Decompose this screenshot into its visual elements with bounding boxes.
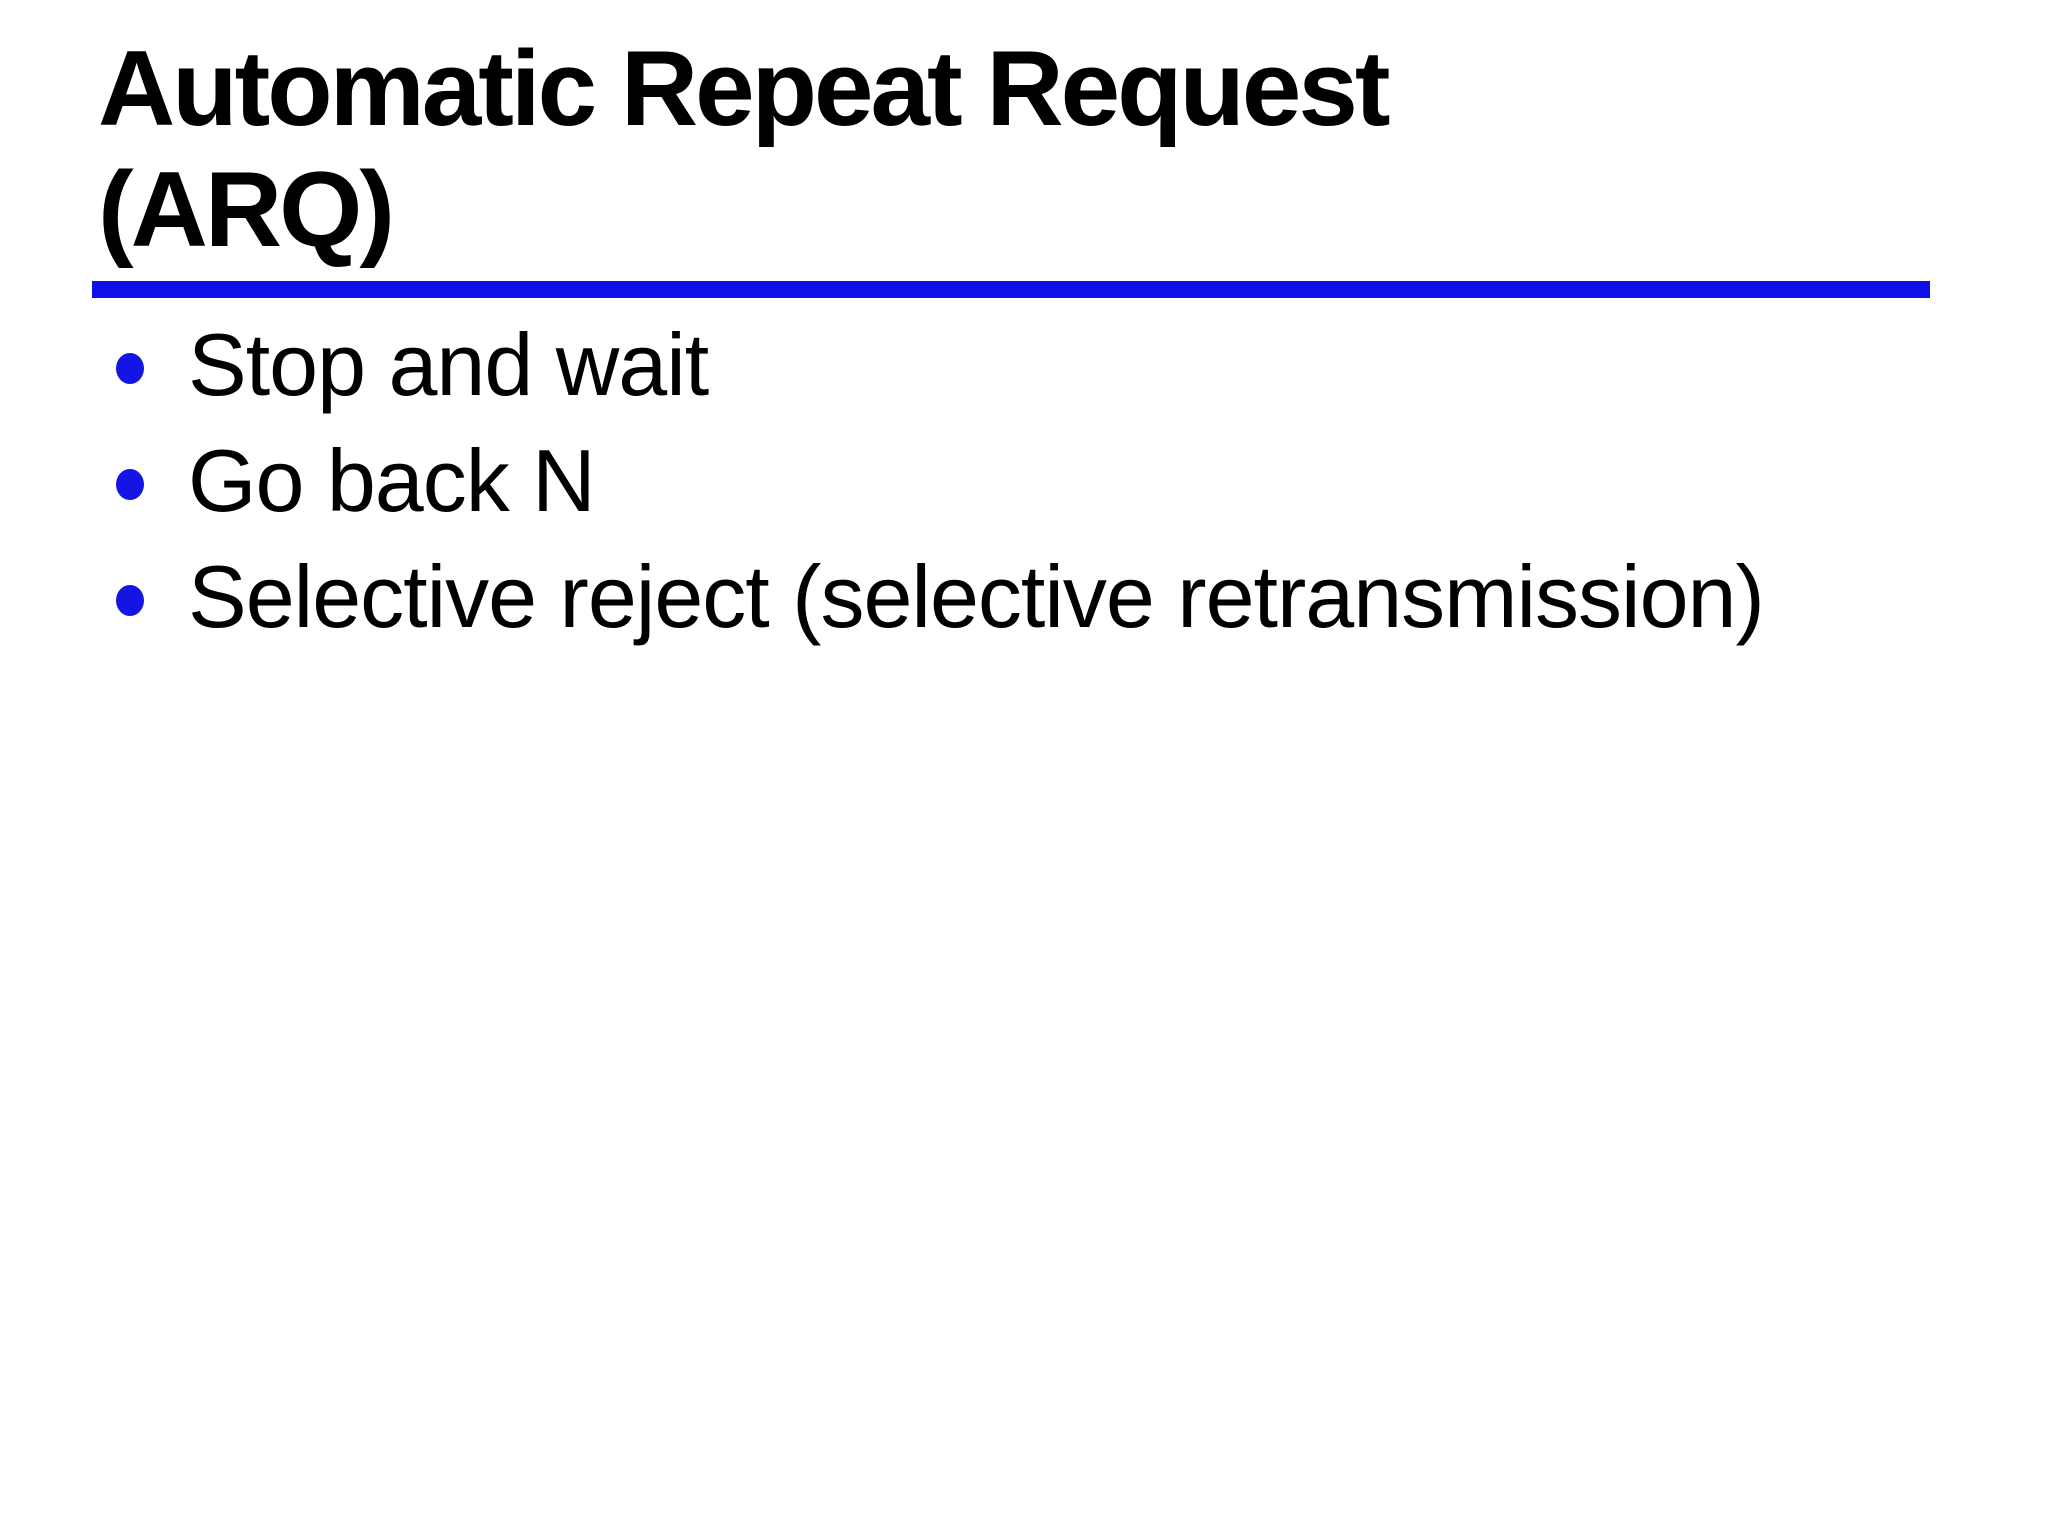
list-item: Selective reject (selective retransmissi…: [116, 542, 1956, 658]
bullet-text: Go back N: [188, 431, 596, 530]
slide-title-line-1: Automatic Repeat Request: [98, 28, 1391, 148]
bullet-list: Stop and wait Go back N Selective reject…: [116, 310, 1956, 658]
slide-title: Automatic Repeat Request (ARQ): [98, 28, 1938, 270]
bullet-text: Stop and wait: [188, 315, 709, 414]
list-item: Stop and wait: [116, 310, 1956, 426]
bullet-dot-icon: [116, 468, 144, 500]
bullet-dot-icon: [116, 352, 144, 384]
bullet-dot-icon: [116, 584, 144, 616]
list-item: Go back N: [116, 426, 1956, 542]
slide-title-line-2: (ARQ): [98, 149, 395, 269]
title-underline-rule: [92, 281, 1930, 298]
bullet-text: Selective reject (selective retransmissi…: [188, 547, 1765, 646]
